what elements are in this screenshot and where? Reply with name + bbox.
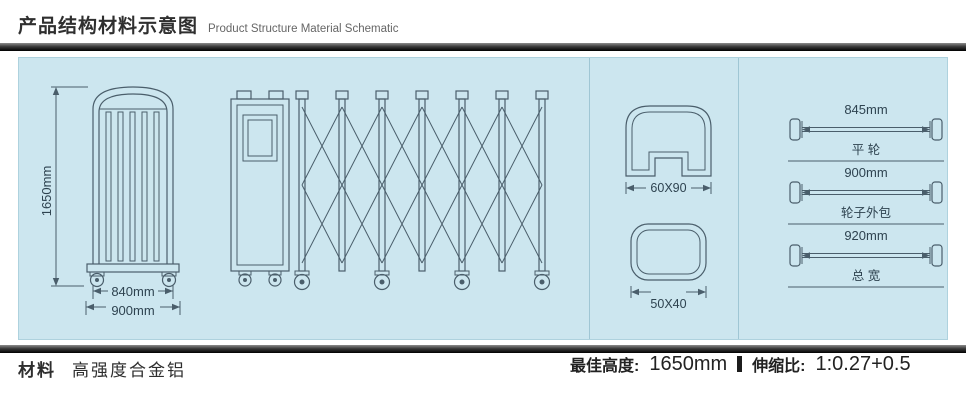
wheel-end-icon bbox=[931, 244, 943, 267]
page-subtitle: Product Structure Material Schematic bbox=[208, 23, 399, 35]
profile-60x90: 60X90 bbox=[625, 105, 712, 195]
scissor-lattice bbox=[301, 106, 543, 264]
material-label: 材料 bbox=[18, 361, 56, 380]
bottom-divider-bar bbox=[0, 345, 966, 353]
top-divider-bar bbox=[0, 43, 966, 51]
profile-50x40: 50X40 bbox=[630, 223, 707, 311]
profile-cross-sections: 60X90 50X40 bbox=[625, 105, 712, 311]
gate-side-view: 1650mm bbox=[39, 86, 181, 318]
dim-value: 920mm bbox=[844, 228, 887, 243]
height-dimension: 1650mm bbox=[39, 86, 88, 287]
best-height-value: 1650mm bbox=[649, 352, 728, 375]
gate-width-inner-label: 840mm bbox=[111, 284, 154, 299]
material-info: 材料 高强度合金铝 bbox=[18, 356, 186, 381]
wheel-end-icon bbox=[789, 244, 801, 267]
wheel-end-icon bbox=[789, 118, 801, 141]
profile-50x40-label: 50X40 bbox=[650, 297, 686, 311]
section-divider bbox=[738, 58, 739, 339]
wheel-end-icon bbox=[931, 118, 943, 141]
gate-height-label: 1650mm bbox=[39, 166, 54, 217]
wheel-dim-outer: 900mm 轮子外包 bbox=[788, 165, 944, 225]
gate-front-view bbox=[230, 90, 551, 291]
gate-width-outer-label: 900mm bbox=[111, 303, 154, 318]
dim-label: 总 宽 bbox=[852, 268, 880, 283]
page-title: 产品结构材料示意图 bbox=[18, 16, 199, 37]
ratio-value: 1:0.27+0.5 bbox=[815, 352, 911, 375]
header: 产品结构材料示意图 Product Structure Material Sch… bbox=[18, 11, 398, 38]
wheel-end-icon bbox=[789, 181, 801, 204]
dim-value: 900mm bbox=[844, 165, 887, 180]
material-value: 高强度合金铝 bbox=[72, 361, 186, 380]
wheel-icon bbox=[89, 271, 177, 288]
wheel-dim-total: 920mm 总 宽 bbox=[788, 228, 944, 288]
dim-value: 845mm bbox=[844, 102, 887, 117]
wheel-end-icon bbox=[931, 181, 943, 204]
dim-label: 平 轮 bbox=[852, 143, 880, 157]
dim-label: 轮子外包 bbox=[841, 206, 891, 220]
spec-info: 最佳高度: 1650mm 伸缩比: 1:0.27+0.5 bbox=[570, 352, 911, 376]
width-dimension-inner: 840mm bbox=[92, 284, 174, 299]
wheel-icon bbox=[293, 270, 551, 291]
separator-bar-icon bbox=[737, 356, 743, 372]
profile-60x90-label: 60X90 bbox=[650, 181, 686, 195]
ratio-label: 伸缩比: bbox=[752, 358, 806, 375]
gate-frame bbox=[86, 86, 180, 273]
section-divider bbox=[589, 58, 590, 339]
gate-posts bbox=[295, 90, 549, 272]
control-panel bbox=[230, 90, 290, 287]
wheel-dim-flat: 845mm 平 轮 bbox=[788, 102, 944, 162]
best-height-label: 最佳高度: bbox=[570, 358, 640, 375]
diagram-panel: 1650mm bbox=[18, 57, 948, 340]
width-dimension-outer: 900mm bbox=[85, 301, 181, 318]
